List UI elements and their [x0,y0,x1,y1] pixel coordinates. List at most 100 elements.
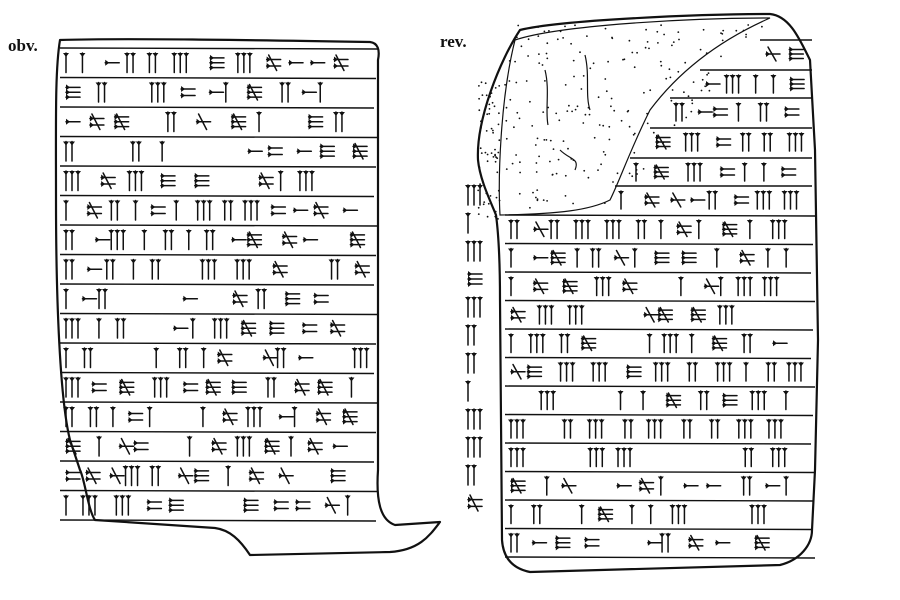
cuneiform-sign [96,288,109,310]
cuneiform-sign [765,361,778,382]
cuneiform-sign [246,231,263,249]
cuneiform-sign [676,221,692,238]
cuneiform-sign [688,333,695,354]
cuneiform-sign [100,172,116,190]
cuneiform-sign [550,249,566,266]
cuneiform-sign [764,247,771,268]
cuneiform-sign [741,162,748,182]
cuneiform-sign [234,258,253,280]
cuneiform-sign [613,249,630,266]
cuneiform-sign [348,376,355,398]
cuneiform-sign [182,295,199,302]
cuneiform-sign [652,361,671,382]
cuneiform-sign [465,436,483,458]
cuneiform-sign [715,539,731,546]
cuneiform-sign [578,504,585,525]
ruling-line [59,224,379,227]
ruling-line [504,556,816,559]
cuneiform-sign [182,381,199,394]
cuneiform-sign [313,292,329,305]
cuneiform-sign [63,258,75,280]
cuneiform-sign [589,247,602,268]
cuneiform-sign [555,535,571,551]
cuneiform-sign [561,477,577,494]
cuneiform-sign [769,219,788,240]
cuneiform-sign [291,406,298,428]
cuneiform-sign [63,199,69,221]
cuneiform-sign [91,381,107,394]
cuneiform-sign [754,534,770,551]
cuneiform-sign [685,162,704,182]
cuneiform-sign [739,249,755,266]
ruling-line [504,470,816,474]
cuneiform-sign [186,435,193,457]
cuneiform-sign [712,106,729,118]
cuneiform-sign [682,132,701,152]
cuneiform-sign [654,250,670,266]
cuneiform-sign [281,231,298,249]
cuneiform-sign [330,467,346,484]
cuneiform-sign [467,494,483,512]
cuneiform-sign [95,317,102,339]
cuneiform-sign [65,118,81,125]
cuneiform-sign [278,413,295,420]
cuneiform-sign [765,418,784,439]
ruling-line [59,312,379,316]
ruling-line [504,527,812,531]
cuneiform-sign [527,333,546,354]
cuneiform-sign [230,113,247,131]
cuneiform-sign [231,236,247,243]
cuneiform-sign [324,496,341,514]
cuneiform-sign [616,482,632,489]
cuneiform-sign [633,162,639,182]
cuneiform-sign [225,465,232,487]
cuneiform-sign [657,306,674,323]
cuneiform-sign [735,418,754,439]
cuneiform-sign [127,410,144,423]
cuneiform-sign [344,494,351,516]
cuneiform-sign [714,361,733,382]
cuneiform-sign [63,288,69,310]
cuneiform-sign [63,406,75,428]
cuneiform-sign [561,418,574,439]
cuneiform-sign [646,333,653,354]
cuneiform-sign [81,295,98,302]
cuneiform-sign [333,54,349,72]
cuneiform-sign [673,102,685,122]
cuneiform-sign [465,380,471,402]
cuneiform-sign [319,143,336,160]
cuneiform-sign [657,219,664,240]
cuneiform-sign [86,266,103,273]
cuneiform-sign [742,361,749,382]
reverse-damaged-area [498,17,771,216]
cuneiform-sign [739,132,752,152]
cuneiform-sign [146,52,159,74]
cuneiform-sign [180,86,196,99]
ruling-line [59,489,379,493]
cuneiform-sign [79,494,98,516]
cuneiform-sign [301,322,318,335]
cuneiform-sign [510,363,526,380]
cuneiform-sign [661,333,680,354]
reverse-label: rev. [440,32,467,51]
cuneiform-sign [307,437,323,455]
cuneiform-sign [133,440,149,453]
cuneiform-sign [124,52,137,74]
cuneiform-sign [108,199,121,221]
cuneiform-sign [63,376,81,398]
cuneiform-sign [232,290,248,308]
cuneiform-sign [65,469,81,482]
ruling-line [504,442,812,445]
cuneiform-sign [688,534,704,551]
cuneiform-sign [706,190,719,210]
cuneiform-sign [262,349,279,367]
cuneiform-sign [789,76,805,92]
ruling-line [504,356,812,360]
cuneiform-sign [296,148,313,155]
cuneiform-sign [465,184,483,206]
cuneiform-sign [574,247,581,268]
cuneiform-sign [279,81,292,103]
cuneiform-sign [246,83,263,101]
cuneiform-sign [63,494,69,516]
cuneiform-sign [284,290,301,307]
